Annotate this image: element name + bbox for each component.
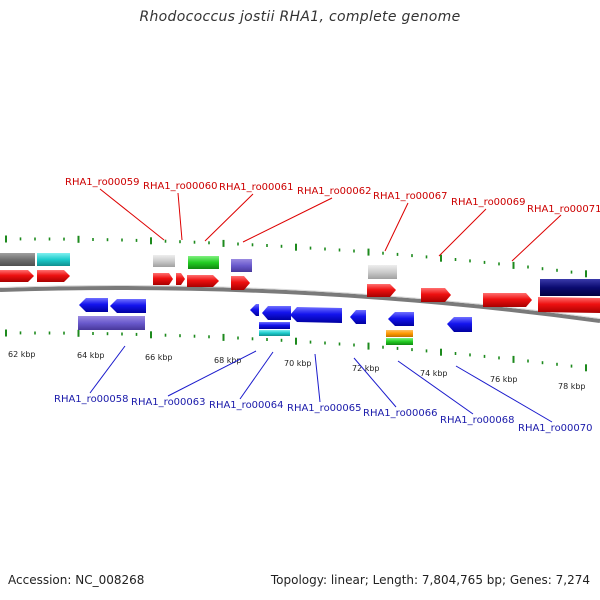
leader-line bbox=[384, 202, 409, 252]
gene-label-ro00061[interactable]: RHA1_ro00061 bbox=[219, 182, 294, 193]
leader-line bbox=[353, 357, 397, 408]
top-gene-labels: RHA1_ro00059 RHA1_ro00060 RHA1_ro00061 R… bbox=[65, 177, 600, 262]
leader-line bbox=[177, 192, 183, 241]
leader-line bbox=[242, 197, 333, 243]
forward-gene-arrow[interactable] bbox=[231, 276, 250, 290]
scale-tick-label: 72 kbp bbox=[352, 364, 380, 373]
genome-backbone-highlight bbox=[0, 285, 600, 319]
forward-gene-arrow[interactable] bbox=[37, 270, 70, 282]
gene-features bbox=[0, 253, 600, 345]
gene-label-ro00063[interactable]: RHA1_ro00063 bbox=[131, 397, 206, 408]
leader-line bbox=[239, 351, 274, 400]
gene-block-green[interactable] bbox=[386, 338, 413, 345]
gene-block-navy[interactable] bbox=[540, 279, 600, 296]
genome-backbone bbox=[0, 286, 600, 323]
gene-label-ro00060[interactable]: RHA1_ro00060 bbox=[143, 181, 218, 192]
scale-tick-label: 64 kbp bbox=[77, 351, 105, 360]
forward-gene-arrow[interactable] bbox=[538, 297, 600, 313]
gene-block-purple[interactable] bbox=[231, 259, 252, 272]
gene-block-blue[interactable] bbox=[259, 322, 290, 329]
scale-ticks bbox=[5, 235, 587, 372]
gene-label-ro00059[interactable]: RHA1_ro00059 bbox=[65, 177, 140, 188]
leader-line bbox=[511, 214, 562, 262]
gene-block-light[interactable] bbox=[368, 265, 397, 279]
scale-tick-label: 74 kbp bbox=[420, 369, 448, 378]
leader-line bbox=[455, 365, 553, 423]
gene-label-ro00067[interactable]: RHA1_ro00067 bbox=[373, 191, 448, 202]
leader-line bbox=[99, 188, 165, 241]
leader-line bbox=[438, 208, 487, 257]
bottom-gene-labels: RHA1_ro00058 RHA1_ro00063 RHA1_ro00064 R… bbox=[54, 345, 593, 434]
gene-label-ro00058[interactable]: RHA1_ro00058 bbox=[54, 394, 129, 405]
gene-label-ro00071[interactable]: RHA1_ro00071 bbox=[527, 204, 600, 215]
gene-label-ro00062[interactable]: RHA1_ro00062 bbox=[297, 186, 372, 197]
scale-tick-label: 70 kbp bbox=[284, 359, 312, 368]
scale-tick-labels: 62 kbp 64 kbp 66 kbp 68 kbp 70 kbp 72 kbp 74 k… bbox=[8, 350, 586, 391]
scale-tick-label: 76 kbp bbox=[490, 375, 518, 384]
forward-gene-arrow[interactable] bbox=[483, 293, 532, 307]
leader-line bbox=[314, 353, 321, 403]
gene-block-cyan[interactable] bbox=[259, 330, 290, 336]
scale-tick-label: 78 kbp bbox=[558, 382, 586, 391]
forward-gene-arrow[interactable] bbox=[367, 284, 396, 297]
scale-tick-label: 66 kbp bbox=[145, 353, 173, 362]
leader-line bbox=[89, 345, 126, 394]
gene-label-ro00068[interactable]: RHA1_ro00068 bbox=[440, 415, 515, 426]
leader-line bbox=[397, 360, 474, 415]
topology-text: Topology: linear; Length: 7,804,765 bp; … bbox=[270, 573, 590, 587]
gene-label-ro00064[interactable]: RHA1_ro00064 bbox=[209, 400, 284, 411]
gene-block-cyan[interactable] bbox=[37, 253, 70, 266]
scale-tick-label: 68 kbp bbox=[214, 356, 242, 365]
gene-label-ro00066[interactable]: RHA1_ro00066 bbox=[363, 408, 438, 419]
gene-label-ro00065[interactable]: RHA1_ro00065 bbox=[287, 403, 362, 414]
forward-gene-arrow[interactable] bbox=[0, 270, 34, 282]
gene-block-green[interactable] bbox=[188, 256, 219, 269]
gene-block-light[interactable] bbox=[153, 255, 175, 267]
reverse-gene-arrow[interactable] bbox=[447, 317, 472, 332]
reverse-gene-arrow[interactable] bbox=[250, 304, 259, 316]
reverse-gene-arrow[interactable] bbox=[79, 298, 108, 312]
reverse-gene-arrow[interactable] bbox=[262, 306, 291, 320]
gene-label-ro00069[interactable]: RHA1_ro00069 bbox=[451, 197, 526, 208]
leader-line bbox=[167, 350, 257, 397]
reverse-gene-arrow[interactable] bbox=[388, 312, 414, 326]
gene-label-ro00070[interactable]: RHA1_ro00070 bbox=[518, 423, 593, 434]
gene-block-gray[interactable] bbox=[0, 253, 35, 266]
genome-title: Rhodococcus jostii RHA1, complete genome bbox=[139, 9, 461, 25]
gene-block-purple[interactable] bbox=[78, 316, 145, 330]
forward-gene-arrow[interactable] bbox=[153, 273, 173, 285]
reverse-gene-arrow[interactable] bbox=[350, 310, 366, 324]
leader-line bbox=[204, 193, 254, 242]
forward-gene-arrow[interactable] bbox=[176, 273, 185, 285]
gene-block-orange[interactable] bbox=[386, 330, 413, 337]
accession-text: Accession: NC_008268 bbox=[8, 573, 145, 587]
reverse-gene-arrow[interactable] bbox=[290, 307, 342, 323]
reverse-gene-arrow[interactable] bbox=[110, 299, 146, 313]
forward-gene-arrow[interactable] bbox=[187, 275, 219, 287]
scale-tick-label: 62 kbp bbox=[8, 350, 36, 359]
forward-gene-arrow[interactable] bbox=[421, 288, 451, 302]
